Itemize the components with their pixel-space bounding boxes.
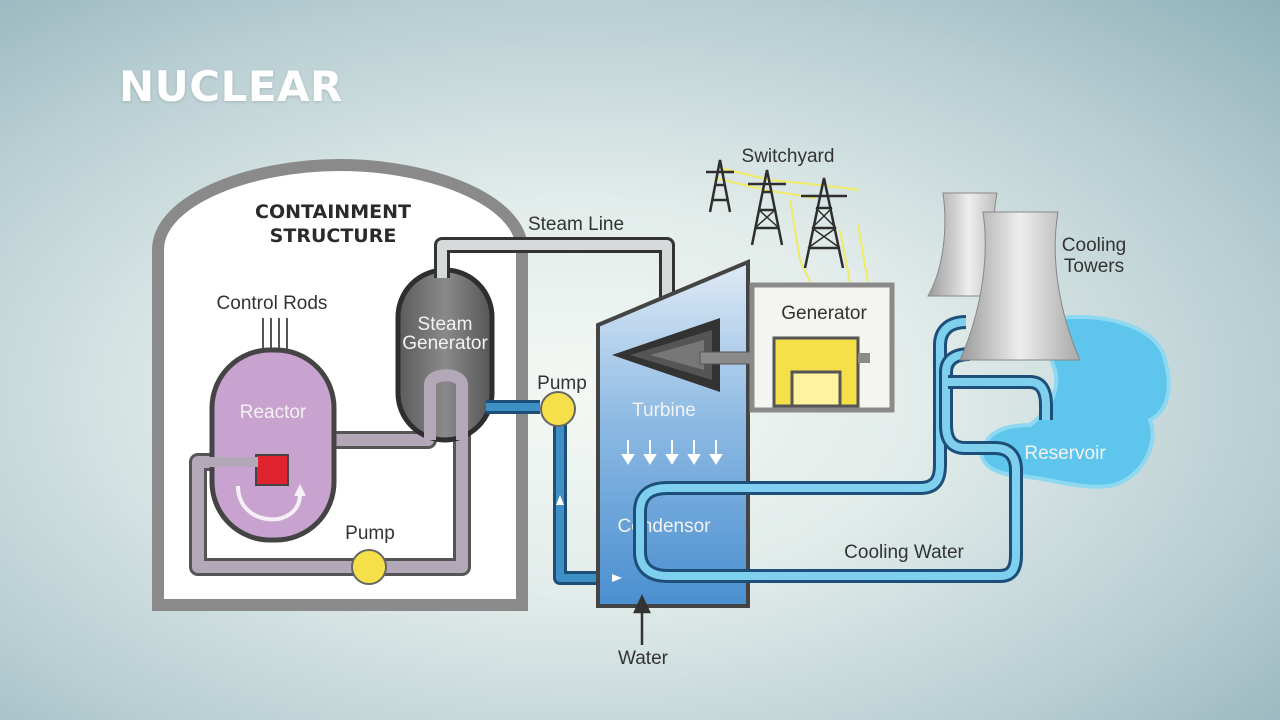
containment-label-line2: STRUCTURE (270, 225, 397, 247)
reservoir-label: Reservoir (1024, 443, 1106, 464)
cooling-water-label: Cooling Water (844, 542, 964, 563)
cooling-towers-label-line1: Cooling (1062, 235, 1126, 256)
cooling-water-loop (633, 315, 1053, 583)
condensate-arrows-icon (621, 440, 723, 465)
containment-label-line1: CONTAINMENT (255, 201, 411, 223)
generator-unit-inner (790, 370, 842, 408)
steam-line-label: Steam Line (528, 214, 624, 235)
turbine-condensor-housing (596, 258, 750, 608)
tower-icon (801, 177, 847, 269)
reactor-vessel (209, 347, 337, 543)
water-label: Water (618, 648, 669, 669)
primary-pump (351, 549, 387, 585)
switchyard-label: Switchyard (742, 146, 835, 167)
switchyard-towers (706, 159, 847, 269)
tower-icon (706, 159, 734, 213)
condensor-label: Condensor (618, 516, 712, 537)
cooling-towers-label-line2: Towers (1064, 256, 1124, 277)
page-title: NUCLEAR (119, 62, 343, 111)
water-inlet-arrow-icon (633, 594, 651, 645)
control-rods-label: Control Rods (217, 293, 328, 314)
primary-pump-label: Pump (345, 523, 395, 544)
turbine-blades (612, 318, 720, 392)
reactor-core (255, 454, 289, 486)
power-lines (714, 167, 869, 283)
cooling-tower-front (959, 211, 1081, 361)
reservoir (979, 314, 1171, 489)
tower-icon (748, 169, 786, 246)
steam-generator-label-line2: Generator (402, 333, 488, 354)
flow-arrows-icon (556, 495, 622, 582)
steam-generator (395, 267, 495, 443)
generator-label: Generator (781, 303, 867, 324)
coolant-flow-arrow-icon (236, 485, 302, 522)
secondary-pump-label: Pump (537, 373, 587, 394)
steam-line (434, 237, 675, 305)
steam-generator-u-tube (424, 369, 468, 440)
steam-generator-label-line1: Steam (418, 314, 473, 335)
turbine-label: Turbine (632, 400, 696, 421)
generator-shaft-stub (858, 353, 870, 363)
secondary-pump (540, 391, 576, 427)
coolant-flow-arrowhead-icon (294, 484, 306, 496)
reactor-label: Reactor (240, 402, 307, 423)
